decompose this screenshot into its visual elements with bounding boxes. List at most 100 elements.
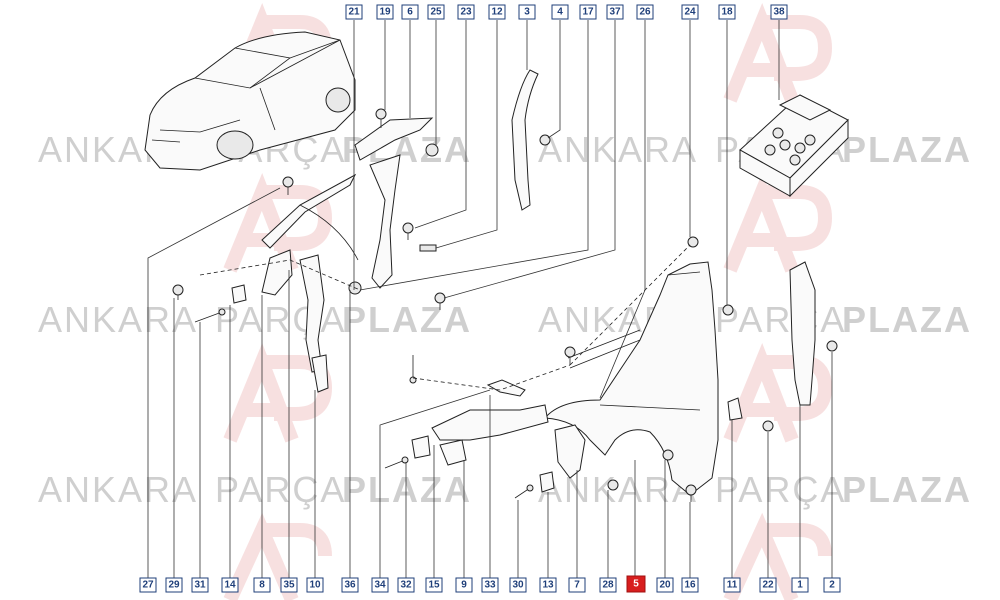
sealing-strip — [511, 69, 539, 211]
callout-34: 34 — [371, 577, 389, 593]
bolt-icon — [539, 134, 551, 146]
svg-text:6: 6 — [407, 7, 413, 18]
svg-text:33: 33 — [484, 580, 496, 591]
svg-text:13: 13 — [542, 580, 554, 591]
svg-text:3: 3 — [524, 7, 530, 18]
watermark-word-2: PARÇA — [715, 469, 846, 510]
svg-text:35: 35 — [283, 580, 295, 591]
callout-35: 35 — [280, 577, 298, 593]
bolt-icon — [564, 346, 576, 365]
fastener-kit-box — [739, 94, 849, 198]
top-leaders — [353, 20, 780, 399]
svg-text:11: 11 — [727, 580, 738, 591]
screw-icon — [409, 355, 417, 384]
callout-1: 1 — [791, 577, 809, 593]
callout-23: 23 — [457, 4, 475, 20]
bottom-callouts: 27 29 31 14 8 35 10 36 34 32 15 9 33 30 … — [139, 575, 841, 593]
bolt-icon — [172, 284, 184, 300]
callout-17: 17 — [579, 4, 597, 20]
bolt-icon — [685, 484, 697, 502]
svg-text:15: 15 — [428, 580, 440, 591]
callout-18: 18 — [718, 4, 736, 20]
watermark-word-2: PARÇA — [215, 469, 346, 510]
svg-text:5: 5 — [633, 579, 639, 590]
callout-4: 4 — [551, 4, 569, 20]
svg-text:17: 17 — [582, 7, 594, 18]
watermark-word-2: PARÇA — [715, 299, 846, 340]
callout-14: 14 — [221, 577, 239, 593]
callout-5-highlighted: 5 — [626, 575, 646, 593]
callout-37: 37 — [606, 4, 624, 20]
callout-32: 32 — [397, 577, 415, 593]
svg-text:1: 1 — [797, 580, 803, 591]
watermark-word-3: PLAZA — [842, 469, 972, 510]
mud-guard — [789, 261, 816, 406]
svg-text:28: 28 — [602, 580, 614, 591]
svg-text:22: 22 — [762, 580, 774, 591]
watermark-word-3: PLAZA — [342, 469, 472, 510]
svg-text:26: 26 — [639, 7, 651, 18]
svg-text:30: 30 — [512, 580, 524, 591]
callout-6: 6 — [401, 4, 419, 20]
bolt-icon — [687, 236, 699, 248]
svg-text:8: 8 — [259, 580, 265, 591]
svg-text:32: 32 — [400, 580, 412, 591]
callout-16: 16 — [681, 577, 699, 593]
svg-text:20: 20 — [659, 580, 671, 591]
svg-text:10: 10 — [309, 580, 321, 591]
watermark-word-3: PLAZA — [342, 299, 472, 340]
callout-30: 30 — [509, 577, 527, 593]
callout-15: 15 — [425, 577, 443, 593]
svg-text:2: 2 — [829, 580, 835, 591]
svg-text:4: 4 — [557, 7, 563, 18]
svg-text:38: 38 — [773, 7, 785, 18]
svg-text:36: 36 — [344, 580, 356, 591]
watermark-word-2: PARÇA — [215, 299, 346, 340]
fasteners — [172, 108, 838, 502]
watermark-word-1: ANKARA — [38, 469, 198, 510]
svg-text:12: 12 — [491, 7, 503, 18]
svg-text:16: 16 — [684, 580, 696, 591]
screw-icon — [384, 456, 409, 469]
svg-text:24: 24 — [684, 7, 696, 18]
svg-text:27: 27 — [142, 580, 154, 591]
svg-text:29: 29 — [168, 580, 180, 591]
screw-icon — [514, 484, 534, 499]
watermark-word-1: ANKARA — [538, 129, 698, 170]
callout-33: 33 — [481, 577, 499, 593]
callout-9: 9 — [455, 577, 473, 593]
callout-29: 29 — [165, 577, 183, 593]
bolt-icon — [282, 176, 294, 195]
bolt-icon — [425, 143, 439, 157]
svg-text:18: 18 — [721, 7, 733, 18]
svg-text:23: 23 — [460, 7, 472, 18]
svg-text:31: 31 — [194, 580, 206, 591]
svg-text:34: 34 — [374, 580, 386, 591]
bolt-icon — [402, 222, 414, 240]
callout-11: 11 — [723, 577, 741, 593]
callout-22: 22 — [759, 577, 777, 593]
callout-2: 2 — [823, 577, 841, 593]
callout-21: 21 — [345, 4, 363, 20]
svg-text:37: 37 — [609, 7, 621, 18]
bolt-icon — [722, 304, 734, 316]
callout-19: 19 — [376, 4, 394, 20]
callout-24: 24 — [681, 4, 699, 20]
callout-7: 7 — [568, 577, 586, 593]
callout-36: 36 — [341, 577, 359, 593]
svg-text:14: 14 — [224, 580, 236, 591]
top-callouts: 21 19 6 25 23 12 3 4 17 37 26 24 18 38 — [345, 4, 788, 20]
svg-text:7: 7 — [574, 580, 580, 591]
callout-3: 3 — [518, 4, 536, 20]
callout-8: 8 — [253, 577, 271, 593]
watermark-word-3: PLAZA — [842, 129, 972, 170]
bolt-icon — [662, 449, 674, 461]
callout-28: 28 — [599, 577, 617, 593]
bolt-icon — [375, 108, 387, 128]
car-thumbnail — [144, 31, 356, 171]
svg-text:25: 25 — [430, 7, 442, 18]
callout-38: 38 — [770, 4, 788, 20]
callout-27: 27 — [139, 577, 157, 593]
bottom-leaders — [147, 187, 833, 578]
